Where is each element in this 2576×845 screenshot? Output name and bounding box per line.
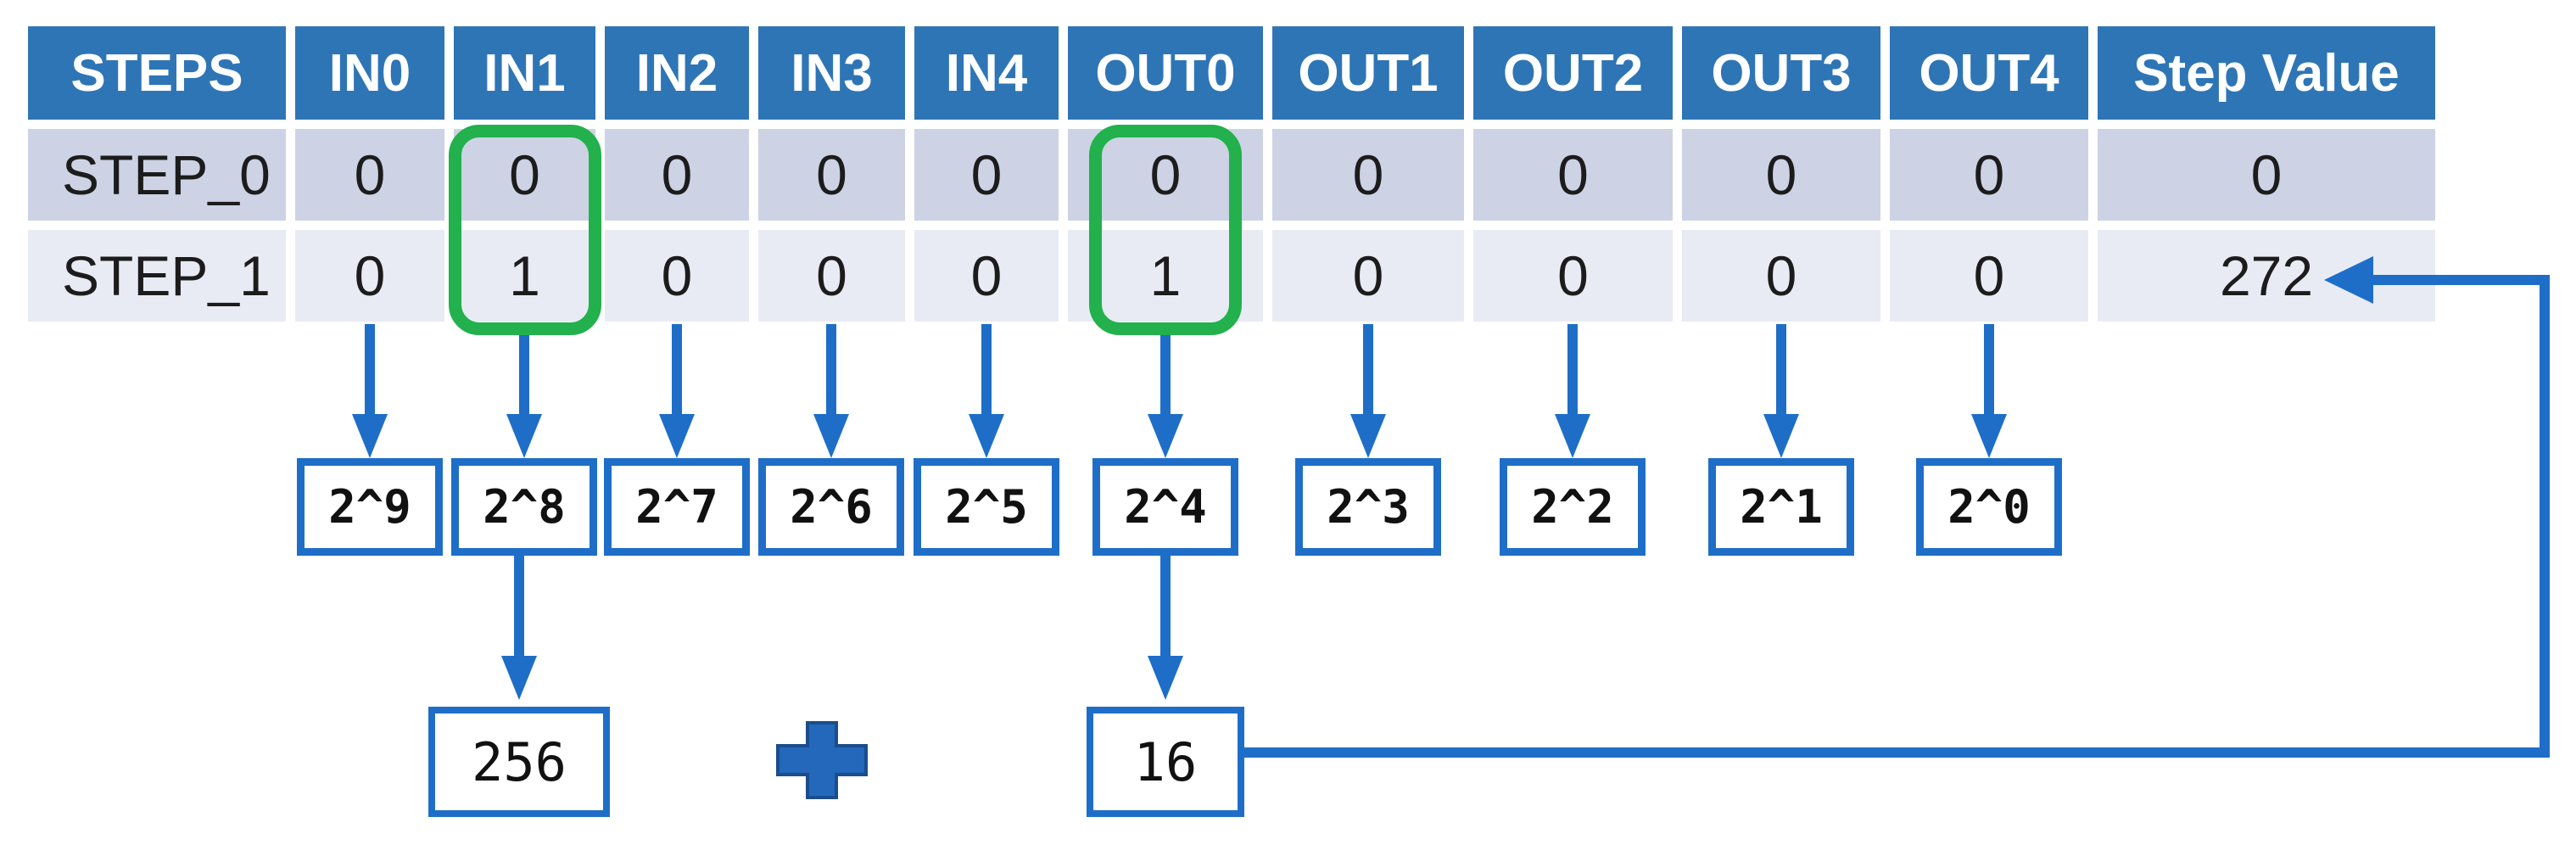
weight-box-2p8: 2^8: [451, 458, 597, 556]
cell-step1-out4: 0: [1890, 230, 2088, 322]
header-cell-out2: OUT2: [1473, 26, 1673, 120]
loop-top-line: [2372, 275, 2550, 285]
row-label-step0: STEP_0: [28, 129, 286, 221]
weight-box-2p5: 2^5: [914, 458, 1059, 556]
header-cell-in3: IN3: [758, 26, 905, 120]
cell-step0-out3: 0: [1682, 129, 1880, 221]
value-box-256: 256: [428, 707, 610, 817]
cell-step0-in0: 0: [295, 129, 444, 221]
arrow-out3-line: [1776, 324, 1786, 416]
steps-table: STEPS IN0 IN1 IN2 IN3 IN4 OUT0 OUT1 OUT2…: [28, 26, 2435, 322]
loop-arrowhead-to-272: [2324, 256, 2373, 304]
arrow-out3-head: [1763, 414, 1799, 458]
arrow-in2-line: [672, 324, 682, 416]
cell-step0-in3: 0: [758, 129, 905, 221]
cell-step1-out3: 0: [1682, 230, 1880, 322]
arrow-out0-head: [1148, 414, 1183, 458]
weight-box-2p7: 2^7: [604, 458, 750, 556]
arrow-out4-line: [1984, 324, 1994, 416]
header-cell-in2: IN2: [605, 26, 749, 120]
cell-step0-in4: 0: [914, 129, 1059, 221]
arrow-out4-head: [1971, 414, 2007, 458]
highlight-in1-column: [449, 125, 601, 335]
arrow-in1-head: [506, 414, 542, 458]
weight-box-2p6: 2^6: [758, 458, 904, 556]
cell-step1-step-value: 272: [2098, 230, 2435, 322]
plus-icon: [776, 721, 868, 799]
header-cell-out4: OUT4: [1890, 26, 2088, 120]
cell-step0-step-value: 0: [2098, 129, 2435, 221]
weight-box-2p0: 2^0: [1916, 458, 2062, 556]
cell-step0-out1: 0: [1272, 129, 1464, 221]
weight-box-2p3: 2^3: [1295, 458, 1441, 556]
arrow-2p8-to-256-head: [501, 656, 537, 700]
header-cell-steps: STEPS: [28, 26, 286, 120]
arrow-in2-head: [659, 414, 695, 458]
arrow-in1-line: [519, 335, 529, 416]
arrow-2p8-to-256-line: [514, 556, 524, 656]
cell-step1-in0: 0: [295, 230, 444, 322]
header-cell-step-value: Step Value: [2098, 26, 2435, 120]
cell-step1-out2: 0: [1473, 230, 1673, 322]
weight-box-2p2: 2^2: [1500, 458, 1646, 556]
header-cell-out1: OUT1: [1272, 26, 1464, 120]
cell-step1-in3: 0: [758, 230, 905, 322]
value-box-16: 16: [1087, 707, 1244, 817]
weight-box-2p4: 2^4: [1092, 458, 1238, 556]
arrow-out2-head: [1555, 414, 1590, 458]
loop-bottom-line: [1241, 747, 2550, 758]
arrow-2p4-to-16-head: [1148, 656, 1183, 700]
header-cell-in1: IN1: [454, 26, 595, 120]
cell-step1-out1: 0: [1272, 230, 1464, 322]
arrow-in4-head: [969, 414, 1004, 458]
cell-step0-out2: 0: [1473, 129, 1673, 221]
arrow-out0-line: [1160, 335, 1171, 416]
arrow-in3-head: [813, 414, 849, 458]
arrow-out1-head: [1350, 414, 1386, 458]
arrow-out1-line: [1363, 324, 1373, 416]
arrow-in0-line: [365, 324, 375, 416]
cell-step1-in4: 0: [914, 230, 1059, 322]
header-cell-out3: OUT3: [1682, 26, 1880, 120]
cell-step1-in2: 0: [605, 230, 749, 322]
weight-box-2p9: 2^9: [297, 458, 443, 556]
arrow-2p4-to-16-line: [1160, 556, 1171, 656]
arrow-in3-line: [826, 324, 836, 416]
header-cell-in4: IN4: [914, 26, 1059, 120]
cell-step0-out4: 0: [1890, 129, 2088, 221]
weight-box-2p1: 2^1: [1708, 458, 1854, 556]
row-label-step1: STEP_1: [28, 230, 286, 322]
highlight-out0-column: [1089, 125, 1242, 335]
cell-step0-in2: 0: [605, 129, 749, 221]
header-cell-out0: OUT0: [1068, 26, 1263, 120]
arrow-out2-line: [1567, 324, 1578, 416]
arrow-in4-line: [981, 324, 992, 416]
header-cell-in0: IN0: [295, 26, 444, 120]
arrow-in0-head: [352, 414, 388, 458]
loop-right-line: [2540, 275, 2550, 758]
